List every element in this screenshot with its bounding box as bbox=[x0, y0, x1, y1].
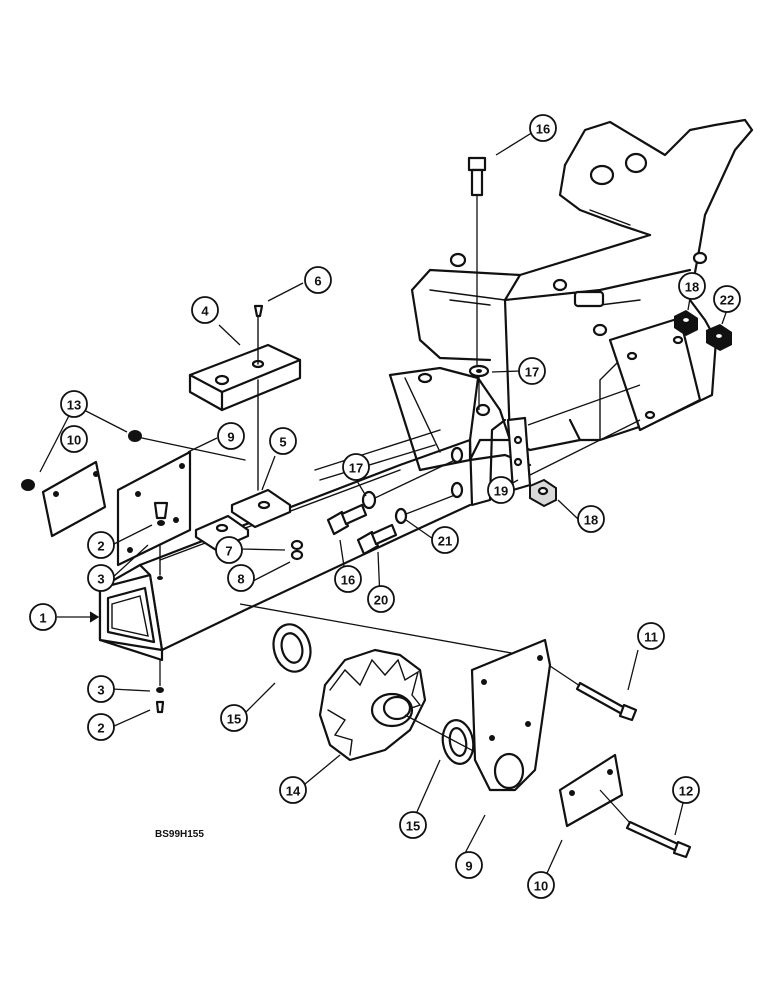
svg-text:9: 9 bbox=[465, 859, 472, 874]
callout-7: 7 bbox=[215, 536, 243, 564]
svg-text:18: 18 bbox=[584, 513, 598, 528]
drawing-code: BS99H155 bbox=[155, 829, 204, 840]
callout-2b: 2 bbox=[87, 713, 115, 741]
callout-12: 12 bbox=[672, 776, 700, 804]
svg-text:1: 1 bbox=[39, 611, 46, 626]
callout-22: 22 bbox=[713, 285, 741, 313]
callout-14: 14 bbox=[279, 776, 307, 804]
svg-text:6: 6 bbox=[314, 274, 321, 289]
svg-text:8: 8 bbox=[237, 572, 244, 587]
side-bolts bbox=[326, 459, 456, 556]
svg-text:12: 12 bbox=[679, 784, 693, 799]
loader-frame bbox=[410, 118, 754, 452]
svg-text:13: 13 bbox=[67, 398, 81, 413]
callout-15-left: 15 bbox=[220, 704, 248, 732]
svg-text:16: 16 bbox=[536, 122, 550, 137]
callout-11: 11 bbox=[637, 622, 665, 650]
vertical-bolt bbox=[467, 156, 490, 410]
callout-3: 3 bbox=[87, 564, 115, 592]
svg-text:2: 2 bbox=[97, 539, 104, 554]
callout-16-top: 16 bbox=[529, 114, 557, 142]
svg-text:21: 21 bbox=[438, 534, 452, 549]
svg-text:3: 3 bbox=[97, 683, 104, 698]
svg-text:10: 10 bbox=[67, 433, 81, 448]
right-hardware bbox=[527, 310, 732, 508]
callout-16: 16 bbox=[334, 565, 362, 593]
gearbox bbox=[239, 603, 551, 766]
svg-text:14: 14 bbox=[286, 784, 301, 799]
plate-assembly bbox=[188, 304, 304, 561]
svg-text:19: 19 bbox=[494, 484, 508, 499]
svg-text:20: 20 bbox=[374, 593, 388, 608]
callout-17-top: 17 bbox=[518, 357, 546, 385]
callout-10b: 10 bbox=[527, 871, 555, 899]
main-beam bbox=[98, 438, 532, 662]
beam-bracket bbox=[314, 366, 532, 507]
callout-8: 8 bbox=[227, 564, 255, 592]
callout-9: 9 bbox=[217, 422, 245, 450]
callout-10: 10 bbox=[60, 425, 88, 453]
svg-text:3: 3 bbox=[97, 572, 104, 587]
callout-2: 2 bbox=[87, 531, 115, 559]
bottom-plates bbox=[470, 638, 692, 859]
callouts: 1 2 3 3 2 4 5 6 7 8 9 10 13 16 17 17 16 … bbox=[29, 114, 741, 899]
svg-text:16: 16 bbox=[341, 573, 355, 588]
svg-text:18: 18 bbox=[685, 280, 699, 295]
callout-4: 4 bbox=[191, 296, 219, 324]
callout-18-top: 18 bbox=[678, 272, 706, 300]
callout-19: 19 bbox=[487, 476, 515, 504]
svg-text:2: 2 bbox=[97, 721, 104, 736]
callout-20: 20 bbox=[367, 585, 395, 613]
callout-5: 5 bbox=[269, 427, 297, 455]
svg-text:22: 22 bbox=[720, 293, 734, 308]
left-plates bbox=[21, 430, 246, 567]
callout-3b: 3 bbox=[87, 675, 115, 703]
callout-21: 21 bbox=[431, 526, 459, 554]
svg-text:5: 5 bbox=[279, 435, 286, 450]
svg-text:10: 10 bbox=[534, 879, 548, 894]
callout-6: 6 bbox=[304, 266, 332, 294]
callout-1: 1 bbox=[29, 603, 57, 631]
svg-text:15: 15 bbox=[406, 819, 420, 834]
svg-text:11: 11 bbox=[644, 630, 658, 645]
callout-15-right: 15 bbox=[399, 811, 427, 839]
callout-18: 18 bbox=[577, 505, 605, 533]
svg-text:7: 7 bbox=[225, 544, 232, 559]
svg-text:15: 15 bbox=[227, 712, 241, 727]
svg-text:4: 4 bbox=[201, 304, 209, 319]
svg-text:17: 17 bbox=[349, 461, 363, 476]
svg-text:9: 9 bbox=[227, 430, 234, 445]
callout-17: 17 bbox=[342, 453, 370, 481]
callout-9b: 9 bbox=[455, 851, 483, 879]
callout-13: 13 bbox=[60, 390, 88, 418]
lower-hardware bbox=[155, 660, 165, 714]
svg-text:17: 17 bbox=[525, 365, 539, 380]
